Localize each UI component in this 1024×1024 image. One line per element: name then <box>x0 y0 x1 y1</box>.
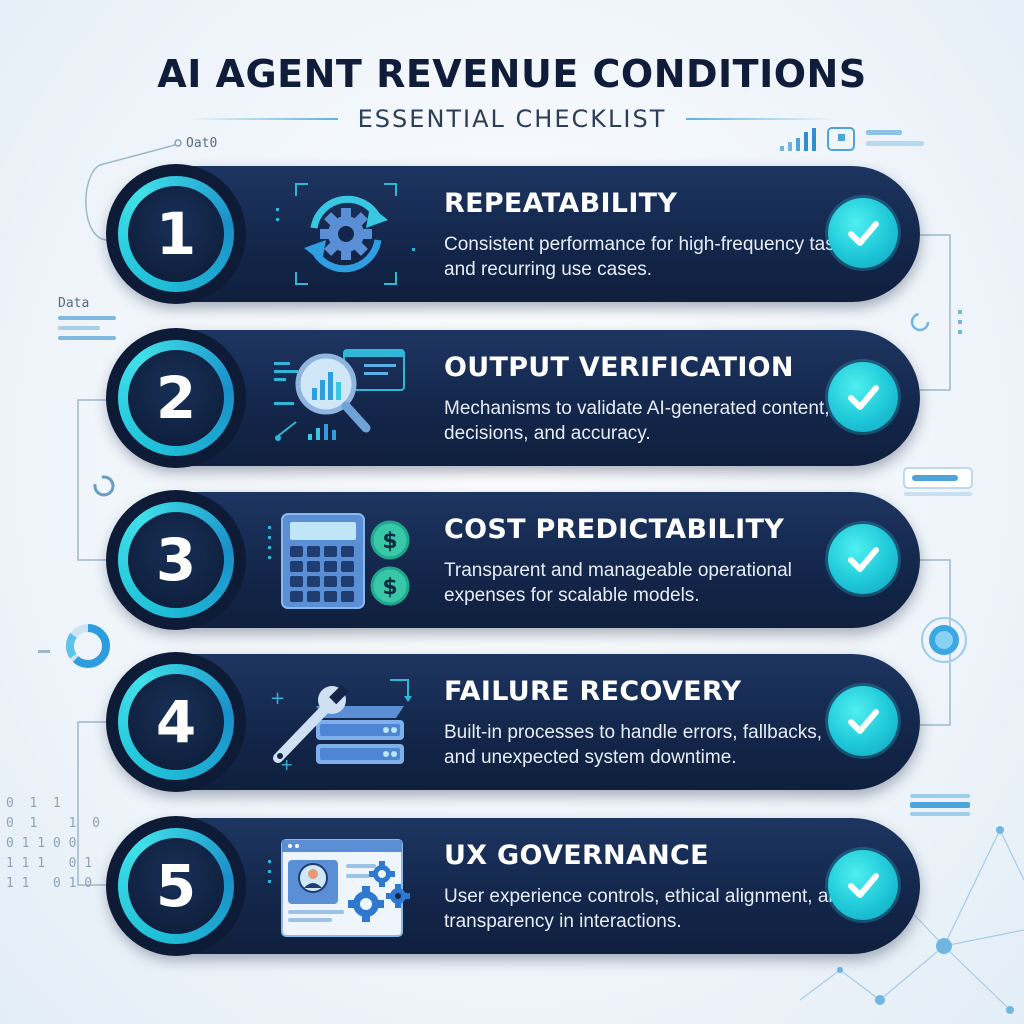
magnifier-chart-icon <box>266 342 416 454</box>
item-number: 1 <box>128 186 224 282</box>
number-badge: 3 <box>106 490 246 630</box>
item-description: Transparent and manageable operational e… <box>444 560 792 606</box>
item-number: 4 <box>128 674 224 770</box>
item-description: Built-in processes to handle errors, fal… <box>444 722 823 768</box>
number-badge: 1 <box>106 164 246 304</box>
svg-text:$: $ <box>382 575 397 600</box>
checklist-item: 2 OUTPUT VERIFICATION Mechanisms to v <box>106 328 920 468</box>
svg-text:+: + <box>270 688 285 709</box>
checklist-item: 5 <box>106 816 920 956</box>
item-title: FAILURE RECOVERY <box>444 676 742 707</box>
decor-binary: 0 1 1 0 1 1 0 0 1 1 0 0 1 1 1 0 1 1 1 0 … <box>6 796 100 891</box>
wrench-server-icon: + + <box>266 666 416 778</box>
item-title: COST PREDICTABILITY <box>444 514 785 545</box>
item-title: UX GOVERNANCE <box>444 840 709 871</box>
decor-label-top: Oat0 <box>186 136 218 151</box>
item-description: Consistent performance for high-frequenc… <box>444 234 854 280</box>
svg-text:+: + <box>280 755 293 774</box>
calculator-dollar-icon: $ $ <box>266 504 416 616</box>
item-description: User experience controls, ethical alignm… <box>444 886 850 932</box>
page-subtitle: ESSENTIAL CHECKLIST <box>357 105 667 133</box>
checkmark-icon <box>828 686 898 756</box>
decor-label-data: Data <box>58 296 90 311</box>
svg-text:$: $ <box>382 529 397 554</box>
number-badge: 2 <box>106 328 246 468</box>
checklist-item: 4 + + FAILURE RECOVERY Built-in processe… <box>106 652 920 792</box>
item-title: REPEATABILITY <box>444 188 678 219</box>
item-title: OUTPUT VERIFICATION <box>444 352 794 383</box>
gear-cycle-icon <box>266 178 416 290</box>
item-number: 2 <box>128 350 224 446</box>
item-number: 3 <box>128 512 224 608</box>
checkmark-icon <box>828 362 898 432</box>
subtitle-divider-right <box>686 118 837 120</box>
checklist-item: 3 $ $ COST PREDICTABILITY Transparent an… <box>106 490 920 630</box>
checkmark-icon <box>828 198 898 268</box>
subtitle-divider-left <box>187 118 338 120</box>
checkmark-icon <box>828 850 898 920</box>
number-badge: 5 <box>106 816 246 956</box>
checklist-item: 1 <box>106 164 920 304</box>
subtitle-row: ESSENTIAL CHECKLIST <box>0 104 1024 134</box>
page-title: AI AGENT REVENUE CONDITIONS <box>157 52 867 96</box>
profile-settings-icon <box>266 830 416 942</box>
item-description: Mechanisms to validate AI-generated cont… <box>444 398 830 444</box>
checkmark-icon <box>828 524 898 594</box>
number-badge: 4 <box>106 652 246 792</box>
item-number: 5 <box>128 838 224 934</box>
